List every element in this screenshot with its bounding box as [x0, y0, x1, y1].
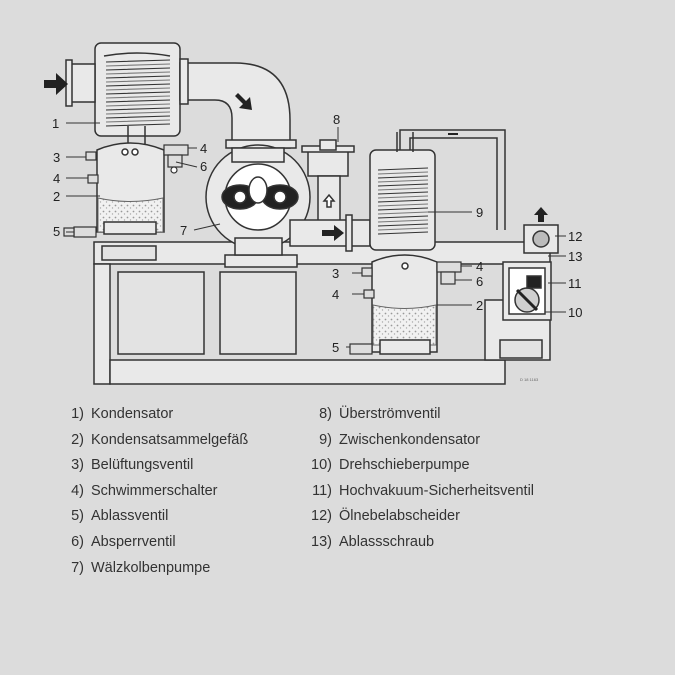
legend-item: 3)Belüftungsventil: [71, 457, 194, 474]
callout-13: 13: [568, 249, 582, 264]
callout-7: 7: [180, 223, 187, 238]
shutoff-valve-right: [436, 261, 462, 285]
bypass-valve: [301, 139, 355, 227]
legend-item: 2)Kondensatsammelgefäß: [71, 431, 249, 448]
callout-5-right: 5: [332, 340, 339, 355]
inlet-arrow-icon: [44, 73, 68, 95]
aeration-valve-right: [361, 267, 373, 277]
flow-arrow-icon: [235, 93, 252, 110]
oil-mist-separator: [523, 224, 559, 254]
callout-3-left: 3: [53, 150, 60, 165]
legend-item: 10)Drehschieberpumpe: [311, 457, 470, 474]
intermediate-condenser: [369, 132, 436, 251]
callout-labels: 1 3 4 2 5 4 6 7 8 9 12 13 3 4 5 4 6 2 11…: [52, 112, 582, 355]
callout-leaders: [66, 122, 566, 348]
legend-item: 13)Ablassschraub: [311, 533, 435, 550]
legend-item: 5)Ablassventil: [71, 508, 169, 525]
callout-8: 8: [333, 112, 340, 127]
callout-2-right: 2: [476, 298, 483, 313]
rotary-vane-pump: [502, 261, 552, 321]
legend-item: 6)Absperrventil: [71, 533, 176, 550]
legend-item: 12)Ölnebelabscheider: [311, 508, 460, 525]
callout-6-right: 6: [476, 274, 483, 289]
vacuum-system-diagram: D 18 1163: [44, 42, 582, 385]
inlet-pipe: [65, 59, 96, 107]
drain-valve-right: [349, 343, 373, 355]
callout-4-mid: 4: [200, 141, 207, 156]
legend-item: 8)Überströmventil: [319, 406, 441, 422]
callout-2-left: 2: [53, 189, 60, 204]
legend-left: 1)Kondensator 2)Kondensatsammelgefäß 3)B…: [58, 402, 248, 581]
roots-pump: [205, 144, 311, 256]
callout-4-right: 4: [332, 287, 339, 302]
callout-4-right2: 4: [476, 259, 483, 274]
float-switch-right: [363, 289, 375, 299]
exhaust-arrow-icon: [534, 207, 548, 222]
callout-1: 1: [52, 116, 59, 131]
callout-3-right: 3: [332, 266, 339, 281]
callout-12: 12: [568, 229, 582, 244]
legend-item: 11)Hochvakuum-Sicherheitsventil: [312, 482, 535, 499]
float-switch-left: [87, 174, 99, 184]
legend-item: 7)Wälzkolbenpumpe: [71, 559, 211, 576]
return-pipe: [399, 129, 506, 230]
legend-right: 8)Überströmventil 9)Zwischenkondensator …: [306, 402, 534, 556]
legend-item: 4)Schwimmerschalter: [71, 482, 218, 499]
transfer-pipe: [289, 214, 371, 252]
transfer-arrow-icon: [322, 225, 344, 241]
callout-11: 11: [568, 276, 582, 291]
aeration-valve-left: [85, 151, 97, 161]
elbow-pipe: [179, 58, 297, 149]
collector-right: [371, 254, 438, 355]
collector-left: [96, 142, 165, 235]
shutoff-valve-left: [163, 144, 189, 174]
legend-item: 1)Kondensator: [71, 406, 174, 422]
callout-10: 10: [568, 305, 582, 320]
condenser-left: [94, 42, 181, 146]
legend-item: 9)Zwischenkondensator: [319, 431, 481, 448]
callout-9: 9: [476, 205, 483, 220]
callout-6-left: 6: [200, 159, 207, 174]
callout-4-left: 4: [53, 171, 60, 186]
callout-5-left: 5: [53, 224, 60, 239]
drawing-code: D 18 1163: [520, 377, 539, 382]
